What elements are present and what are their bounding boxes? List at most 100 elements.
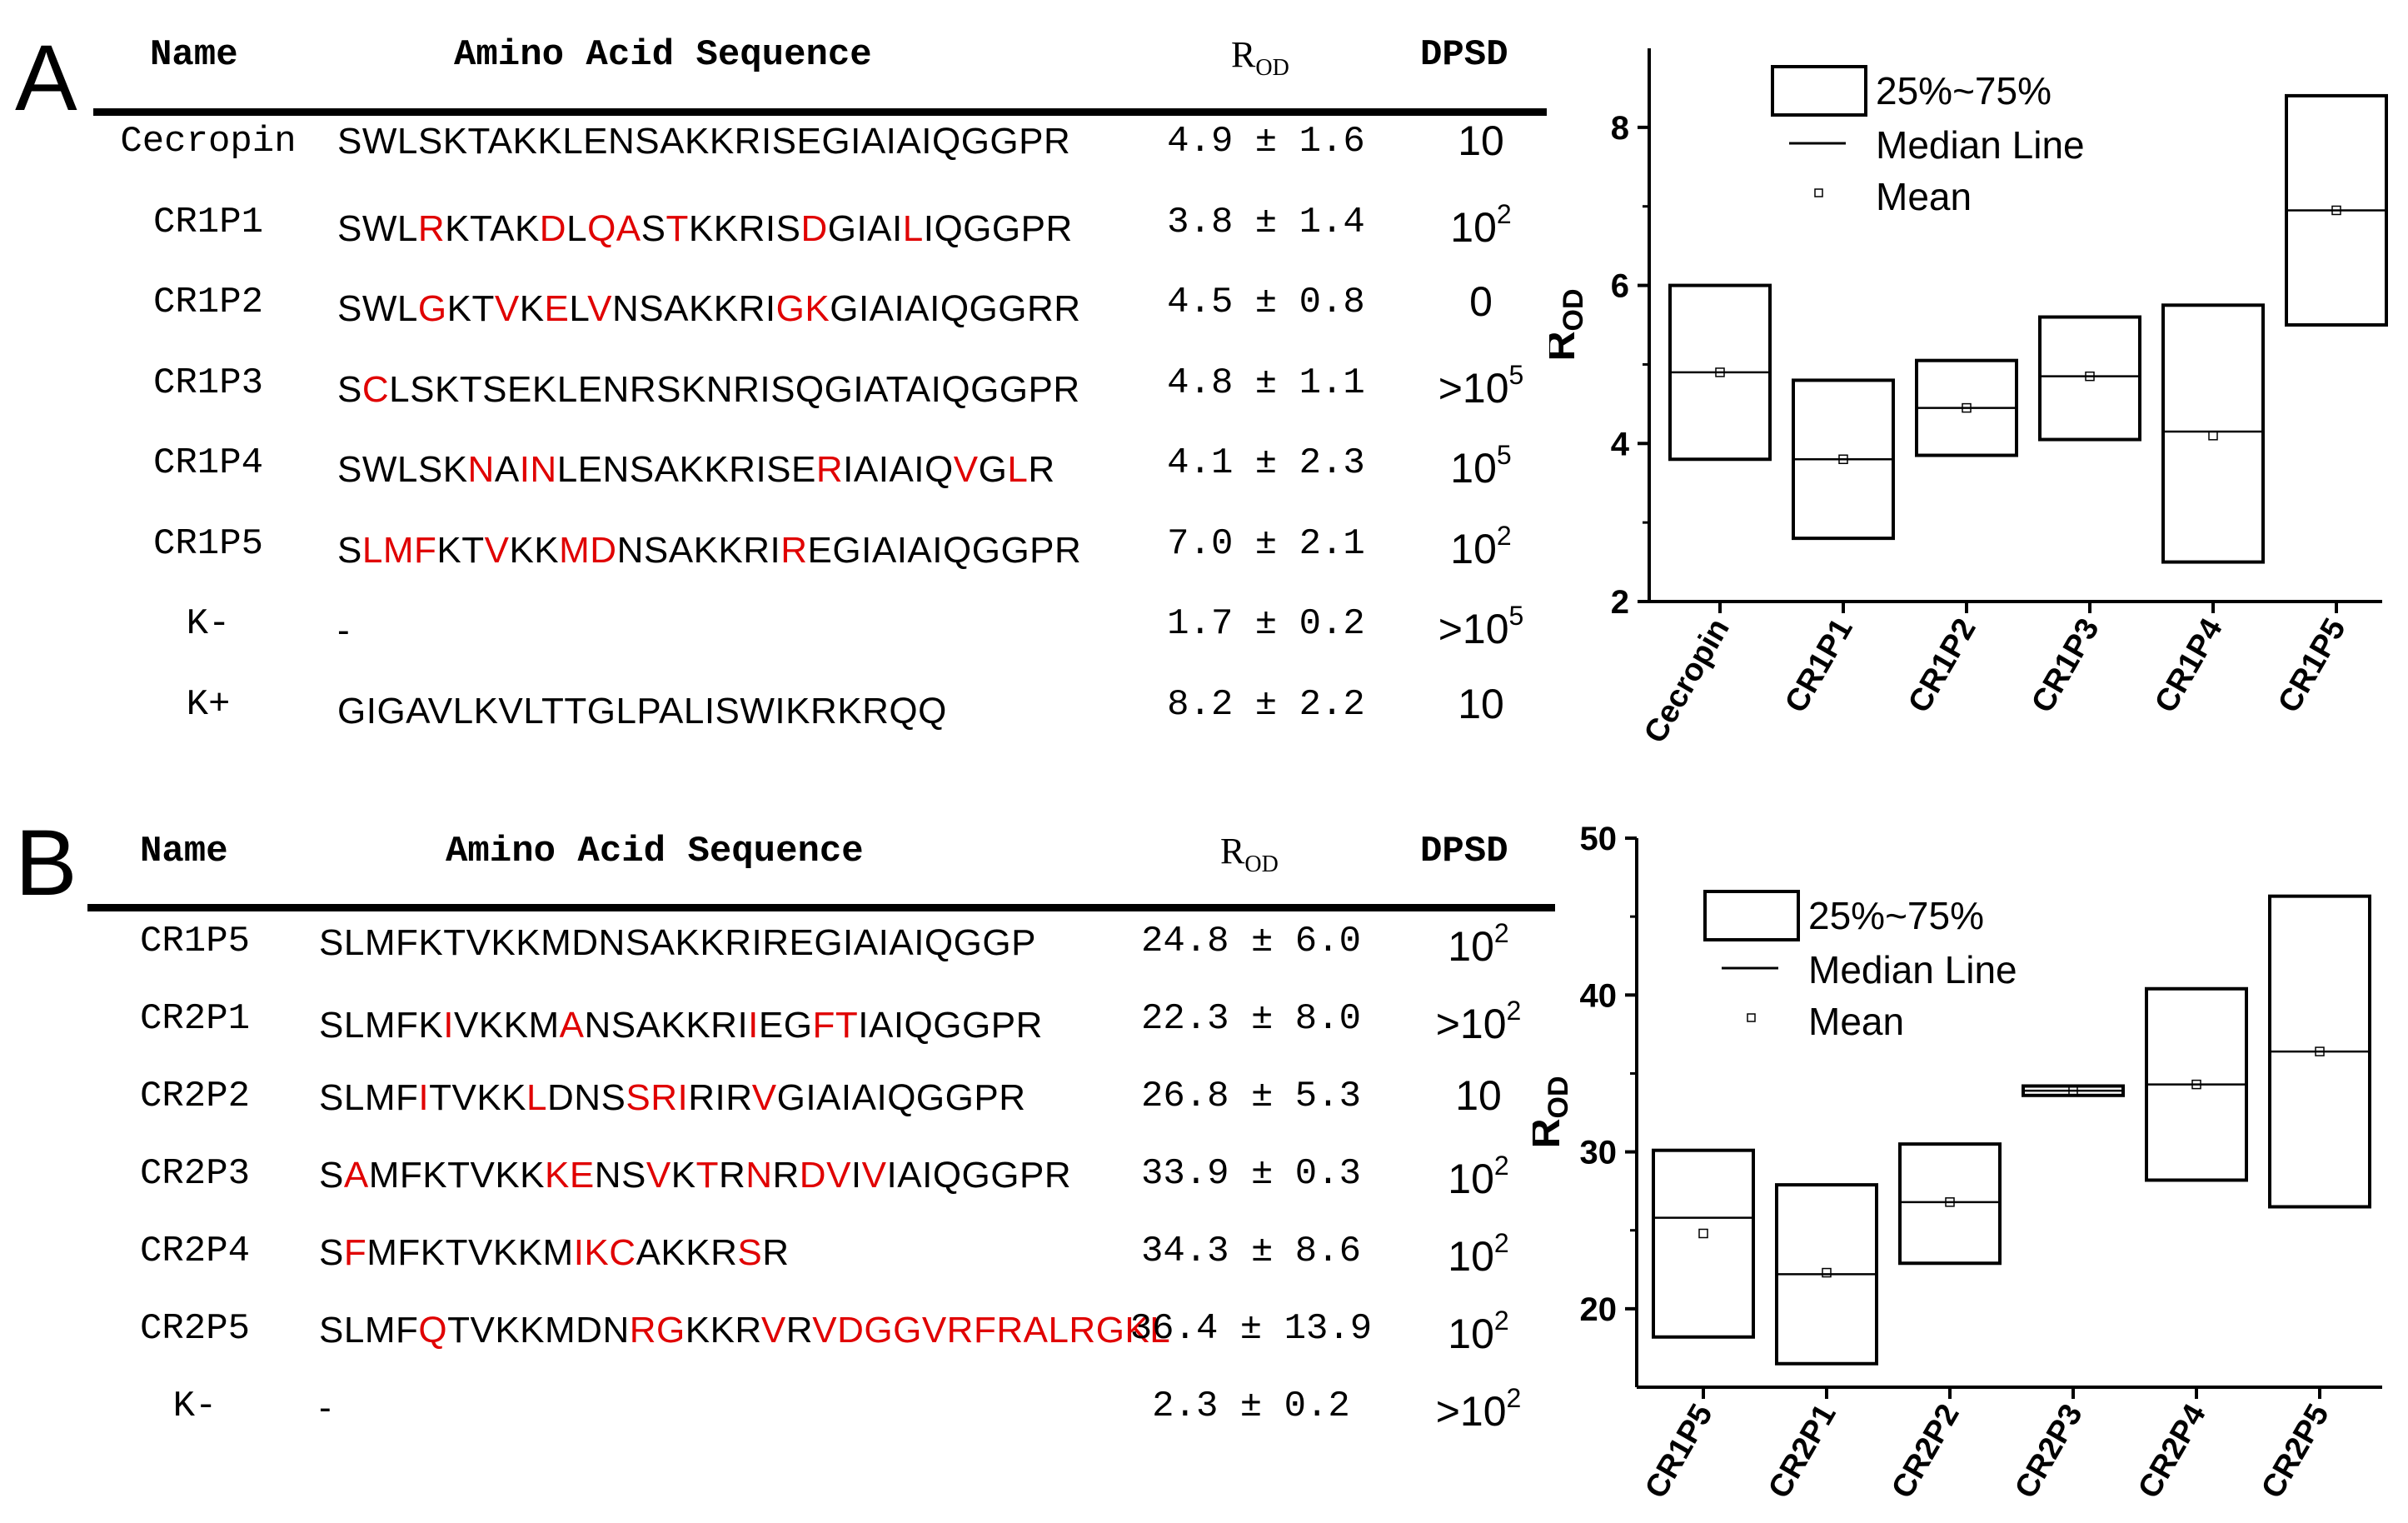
residues: SLMFK [319,1005,444,1046]
mutated-residues: I [748,1005,759,1046]
mutated-residues: R [780,529,808,571]
legend-mean-swatch [1747,1013,1756,1022]
x-tick-label: CR1P3 [2025,613,2106,719]
row-dpsd: 102 [1448,1151,1509,1202]
residues: KT [436,529,485,571]
header-rod-b: ROD [1220,831,1279,877]
iqr-box [1898,1142,2002,1266]
mutated-residues: A [559,1005,585,1046]
iqr-box [1652,1148,1755,1339]
row-dpsd: 102 [1450,198,1512,251]
box-chart-b: 20304050RODCR1P5CR2P1CR2P2CR2P3CR2P4CR2P… [1533,825,2382,1505]
residues: K [519,288,545,329]
row-name: CR2P2 [139,1076,251,1117]
mutated-residues: N [745,1155,773,1196]
y-tick-label: 8 [1611,110,1629,147]
residues: S [337,368,362,410]
residues: S [337,529,362,571]
row-rod: 1.7 ± 0.2 [1167,603,1365,645]
mutated-residues: S [737,1232,763,1273]
row-rod: 36.4 ± 13.9 [1129,1308,1373,1350]
row-dpsd: >102 [1435,996,1522,1047]
mutated-residues: DV [799,1155,851,1196]
x-tick-label: CR2P1 [1762,1399,1843,1505]
row-sequence: SCLSKTSEKLENRSKNRISQGIATAIQGGPR [337,368,1080,410]
x-tick-label: CR1P2 [1902,613,1983,719]
residues: DNS [547,1077,626,1118]
residues: R [1028,449,1055,490]
mutated-residues: MD [559,529,617,571]
legend-mean-swatch [1814,188,1823,197]
row-name: CR1P3 [152,362,264,404]
mean-marker [1962,402,1972,413]
mean-marker [1715,367,1725,377]
row-sequence: SFMFKTVKKMIKCAKKRSR [319,1235,790,1271]
header-dpsd-b: DPSD [1420,831,1508,872]
row-dpsd: 102 [1450,520,1512,572]
mutated-residues: R [815,449,844,490]
mutated-residues: SRI [626,1077,689,1118]
row-rod: 4.8 ± 1.1 [1167,362,1365,404]
residues: TVKKMDN [447,1310,630,1351]
x-tick-label: CR2P4 [2131,1399,2213,1505]
iqr-box [2161,303,2265,564]
residues: NS [594,1155,646,1196]
mutated-residues: N [467,449,495,490]
residues: NSAKKRI [616,529,781,571]
row-sequence: GIGAVLKVLTTGLPALISWIKRKRQQ [337,692,947,730]
residues: EGIAIAIQGGPR [807,529,1082,571]
mutated-residues: V [861,1155,887,1196]
row-rod: 26.8 ± 5.3 [1140,1076,1362,1117]
row-sequence: SWLSKNAINLENSAKKRISERIAIAIQVGLR [337,452,1055,488]
row-rod: 8.2 ± 2.2 [1167,683,1365,726]
residues: GIAIAIQGGRR [830,288,1081,329]
row-dpsd: 102 [1448,918,1509,970]
residues: GIAI [827,207,903,249]
mutated-residues: V [587,288,612,329]
residues: - [337,610,351,651]
row-name: CR1P5 [152,522,264,565]
mutated-residues: QA [587,207,641,249]
residues: S [319,1232,344,1273]
y-tick-label: 2 [1611,584,1629,621]
mutated-residues: I [418,1077,430,1118]
y-axis-label: ROD [1549,288,1589,361]
x-tick-label: CR2P3 [2008,1399,2090,1505]
row-rod: 22.3 ± 8.0 [1140,998,1362,1040]
y-tick-label: 50 [1580,825,1618,857]
row-name: Cecropin [120,121,297,162]
mutated-residues: G [417,288,447,329]
legend-box-swatch [1771,65,1867,117]
row-dpsd: 102 [1448,1306,1509,1357]
mutated-residues: Q [418,1310,448,1351]
mutated-residues: C [361,368,390,410]
mutated-residues: VDGGVRFRALRGKL [812,1310,1171,1351]
row-sequence: SLMFITVKKLDNSSRIRIRVGIAIAIQGGPR [319,1080,1026,1116]
residues: SWL [337,207,418,249]
mutated-residues: RG [629,1310,686,1351]
mutated-residues: IN [519,449,557,490]
mean-marker [2315,1046,2325,1056]
table-rule-a [93,108,1547,116]
header-sequence-a: Amino Acid Sequence [454,34,872,76]
row-sequence: SLMFKTVKKMDNSAKKRIREGIAIAIQGGP [319,925,1036,961]
residues: KKRIS [688,207,801,249]
x-tick-label: CR1P1 [1778,613,1860,719]
box-chart-a: 2468RODCecropinCR1P1CR1P2CR1P3CR1P4CR1P5… [1549,48,2388,749]
mean-marker [1945,1197,1955,1207]
residues: LENSAKKRISE [556,449,816,490]
residues: VKKM [453,1005,560,1046]
mean-marker [2191,1079,2201,1090]
row-rod: 2.3 ± 0.2 [1152,1386,1350,1427]
row-name: CR2P3 [139,1153,251,1195]
panel-label-a: A [15,26,77,130]
legend-median-label: Median Line [1808,948,2017,991]
row-rod: 33.9 ± 0.3 [1140,1153,1362,1195]
residues: G [978,449,1008,490]
row-name: CR2P5 [139,1308,251,1350]
row-name: CR1P2 [152,282,264,323]
row-rod: 7.0 ± 2.1 [1167,522,1365,565]
residues: IQGGPR [923,207,1073,249]
x-tick-label: CR2P2 [1885,1399,1967,1505]
mutated-residues: KE [545,1155,595,1196]
